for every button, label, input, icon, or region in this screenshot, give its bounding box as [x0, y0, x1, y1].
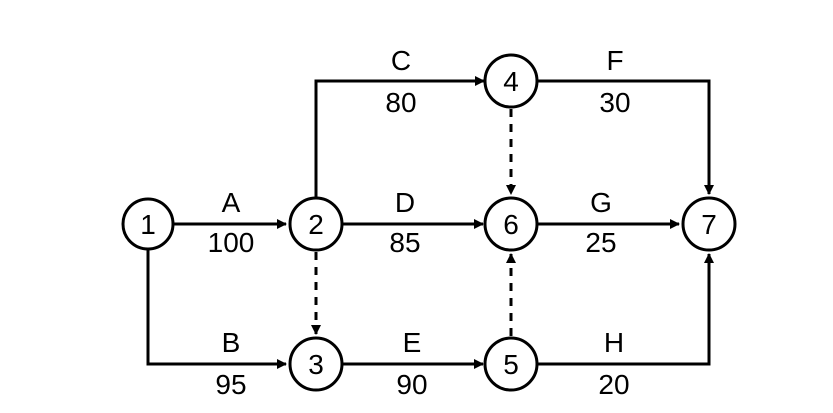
node-3: 3 — [288, 336, 344, 392]
edge-F — [538, 79, 714, 195]
node-2-label: 2 — [308, 209, 324, 240]
activity-c-name: C — [391, 45, 411, 76]
node-3-label: 3 — [308, 349, 324, 380]
activity-d-duration: 85 — [389, 227, 420, 258]
node-7-label: 7 — [701, 209, 717, 240]
activity-e-duration: 90 — [396, 369, 427, 400]
activity-d-name: D — [395, 187, 415, 218]
node-1-label: 1 — [140, 209, 156, 240]
activity-g-duration: 25 — [585, 227, 616, 258]
edge-H — [538, 253, 714, 366]
activity-h-name: H — [604, 327, 624, 358]
node-6-label: 6 — [503, 209, 519, 240]
activity-a-name: A — [222, 187, 241, 218]
node-6: 6 — [483, 196, 539, 252]
activity-h-duration: 20 — [598, 369, 629, 400]
activity-c-duration: 80 — [385, 87, 416, 118]
activity-f-duration: 30 — [599, 87, 630, 118]
node-5: 5 — [483, 336, 539, 392]
activity-b-duration: 95 — [215, 369, 246, 400]
node-4: 4 — [483, 53, 539, 109]
activity-b-name: B — [222, 327, 241, 358]
edge-C — [314, 76, 485, 198]
node-1: 1 — [121, 197, 175, 251]
activity-e-name: E — [403, 327, 422, 358]
activity-g-name: G — [590, 187, 612, 218]
activity-f-name: F — [606, 45, 623, 76]
activity-a-duration: 100 — [208, 227, 255, 258]
node-7: 7 — [681, 196, 737, 252]
edge-B — [146, 250, 287, 369]
node-4-label: 4 — [503, 66, 519, 97]
node-5-label: 5 — [503, 349, 519, 380]
node-2: 2 — [288, 196, 344, 252]
